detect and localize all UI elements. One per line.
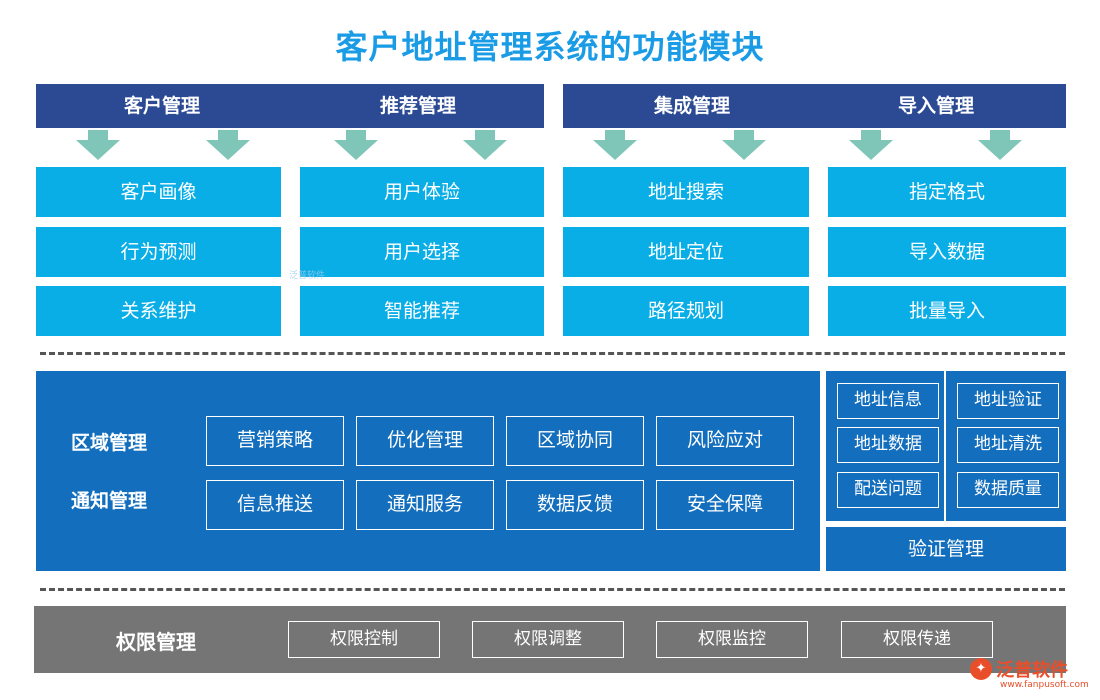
page-title: 客户地址管理系统的功能模块: [335, 28, 765, 66]
module-info-push: 信息推送: [206, 480, 344, 530]
module-regional-collaboration: 区域协同: [506, 416, 644, 466]
module-data-feedback: 数据反馈: [506, 480, 644, 530]
module-user-choice: 用户选择: [300, 227, 544, 277]
label-region-management: 区域管理: [71, 432, 148, 454]
down-arrow-icon: [722, 130, 766, 160]
label-notification-management: 通知管理: [71, 490, 148, 512]
header-recommendation-management: 推荐管理: [379, 95, 457, 117]
module-behavior-prediction: 行为预测: [36, 227, 281, 277]
module-relationship-maintenance: 关系维护: [36, 286, 281, 336]
module-address-search: 地址搜索: [563, 167, 809, 217]
down-arrow-icon: [76, 130, 120, 160]
module-address-verification: 地址验证: [957, 383, 1059, 419]
down-arrow-icon: [206, 130, 250, 160]
module-address-data: 地址数据: [837, 427, 939, 463]
middle-panel: [36, 371, 820, 571]
module-import-data: 导入数据: [828, 227, 1066, 277]
module-delivery-issues: 配送问题: [837, 472, 939, 508]
module-address-cleaning: 地址清洗: [957, 427, 1059, 463]
brand-logo-url: www.fanpusoft.com: [1000, 680, 1089, 690]
divider-bottom: [40, 588, 1065, 591]
down-arrow-icon: [849, 130, 893, 160]
divider-top: [40, 352, 1065, 355]
module-smart-recommendation: 智能推荐: [300, 286, 544, 336]
brand-logo-icon: ✦: [970, 658, 992, 680]
module-optimization-management: 优化管理: [356, 416, 494, 466]
module-permission-control: 权限控制: [288, 621, 440, 658]
down-arrow-icon: [334, 130, 378, 160]
module-address-info: 地址信息: [837, 383, 939, 419]
brand-logo-text: 泛普软件: [996, 660, 1068, 681]
watermark-center: 泛普软件: [289, 271, 326, 281]
module-permission-adjustment: 权限调整: [472, 621, 624, 658]
module-user-experience: 用户体验: [300, 167, 544, 217]
label-verification-management: 验证管理: [826, 527, 1066, 571]
module-data-quality: 数据质量: [957, 472, 1059, 508]
header-bar-right: 集成管理 导入管理: [563, 84, 1066, 128]
brand-logo: ✦ 泛普软件: [970, 656, 1068, 682]
module-address-positioning: 地址定位: [563, 227, 809, 277]
module-marketing-strategy: 营销策略: [206, 416, 344, 466]
down-arrow-icon: [463, 130, 507, 160]
module-batch-import: 批量导入: [828, 286, 1066, 336]
verification-panel: [826, 371, 1066, 521]
module-route-planning: 路径规划: [563, 286, 809, 336]
permission-panel: [34, 606, 1066, 673]
header-import-management: 导入管理: [897, 95, 975, 117]
header-customer-management: 客户管理: [123, 95, 201, 117]
module-customer-portrait: 客户画像: [36, 167, 281, 217]
module-permission-transfer: 权限传递: [841, 621, 993, 658]
module-specified-format: 指定格式: [828, 167, 1066, 217]
down-arrow-icon: [978, 130, 1022, 160]
down-arrow-icon: [593, 130, 637, 160]
module-permission-monitoring: 权限监控: [656, 621, 808, 658]
header-integration-management: 集成管理: [653, 95, 731, 117]
verification-divider: [944, 371, 946, 521]
label-permission-management: 权限管理: [116, 630, 196, 654]
module-risk-response: 风险应对: [656, 416, 794, 466]
header-bar-left: 客户管理 推荐管理: [36, 84, 544, 128]
module-security-assurance: 安全保障: [656, 480, 794, 530]
module-notification-service: 通知服务: [356, 480, 494, 530]
